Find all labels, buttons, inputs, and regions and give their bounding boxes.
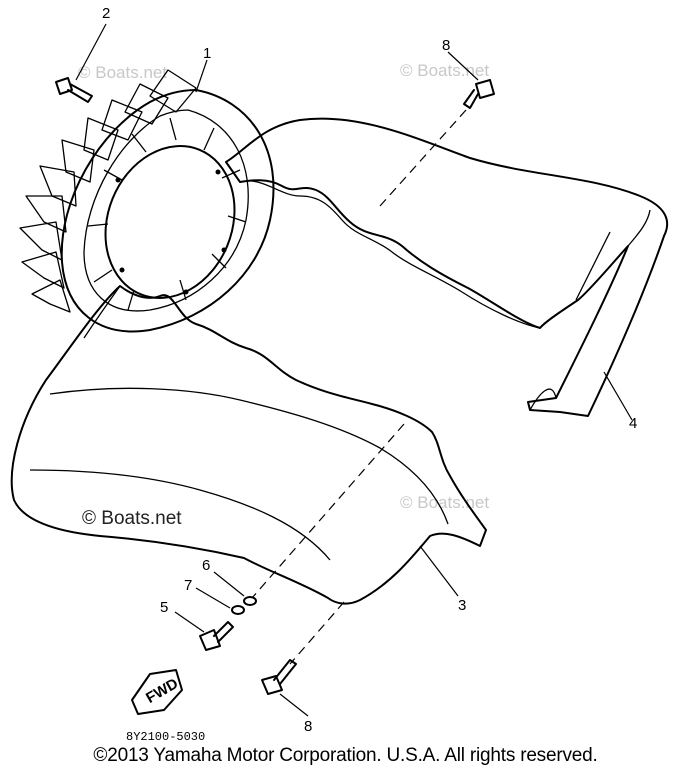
assembly-line-middle <box>251 423 405 599</box>
callout-4: 4 <box>629 415 637 432</box>
watermark-faint-top-left: © Boats.net <box>78 63 167 82</box>
watermark-faint-lower-right: © Boats.net <box>400 493 489 512</box>
washer-part-6 <box>243 596 257 606</box>
bolt-part-5 <box>199 621 234 651</box>
upper-cover-part <box>225 117 669 417</box>
callout-3: 3 <box>458 597 466 614</box>
flywheel-fan-part <box>19 69 275 333</box>
leader-4 <box>603 371 633 421</box>
callout-7: 7 <box>184 577 192 594</box>
leader-6 <box>213 571 245 597</box>
callout-6: 6 <box>202 557 210 574</box>
leader-3 <box>419 545 459 597</box>
bolt-part-2 <box>55 77 93 103</box>
bolt-part-8-top <box>463 79 495 109</box>
callout-5: 5 <box>160 599 168 616</box>
leader-8-bottom <box>279 693 309 717</box>
watermark-boats-net: © Boats.net <box>82 508 182 529</box>
callout-2: 2 <box>102 5 110 22</box>
fwd-arrow: FWD <box>131 669 183 715</box>
leader-8-top <box>447 51 479 81</box>
bolt-part-8-bottom <box>261 659 297 695</box>
fwd-arrow-label: FWD <box>143 675 181 707</box>
watermark-faint-top-right: © Boats.net <box>400 61 489 80</box>
diagram-part-code: 8Y2100-5030 <box>126 730 205 744</box>
assembly-line-bottom <box>289 601 345 665</box>
leader-1 <box>195 59 208 93</box>
leader-7 <box>195 587 231 609</box>
leader-5 <box>174 611 205 633</box>
callout-8-bottom: 8 <box>304 718 312 735</box>
copyright-notice: ©2013 Yamaha Motor Corporation. U.S.A. A… <box>93 745 598 766</box>
lower-cover-part <box>10 285 487 605</box>
leader-2 <box>75 23 107 81</box>
callout-1: 1 <box>203 45 211 62</box>
washer-part-7 <box>231 605 245 615</box>
assembly-line-top <box>379 109 467 207</box>
callout-8-top: 8 <box>442 37 450 54</box>
